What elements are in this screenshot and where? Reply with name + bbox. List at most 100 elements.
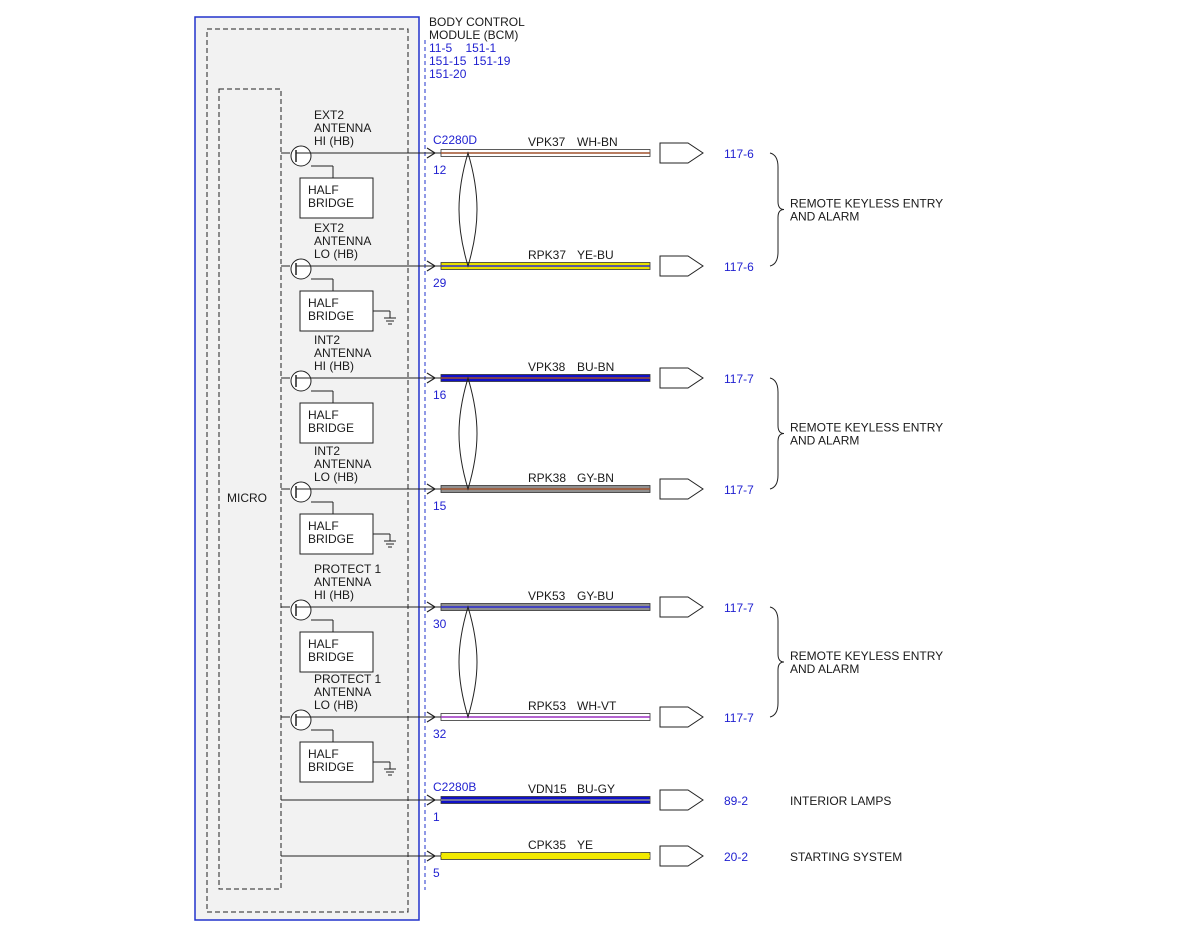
driver-label-line: HI (HB) xyxy=(314,359,354,373)
system-label: REMOTE KEYLESS ENTRY xyxy=(790,649,943,663)
pin-number: 1 xyxy=(433,810,440,824)
wire-color-code: WH-BN xyxy=(577,135,618,149)
group-bracket xyxy=(769,152,785,267)
driver-label-line: LO (HB) xyxy=(314,247,358,261)
circuit-id: RPK53 xyxy=(528,699,566,713)
half-bridge-box xyxy=(299,402,374,444)
driver-label-line: LO (HB) xyxy=(314,470,358,484)
wire-color-code: GY-BN xyxy=(577,471,614,485)
connector-end-icon xyxy=(659,789,704,811)
pin-number: 30 xyxy=(433,617,447,631)
driver-label-line: ANTENNA xyxy=(314,457,371,471)
transistor-symbol xyxy=(290,599,312,621)
system-label: REMOTE KEYLESS ENTRY xyxy=(790,197,943,211)
circuit-id: RPK37 xyxy=(528,248,566,262)
pin-number: 32 xyxy=(433,727,447,741)
wire-color-code: WH-VT xyxy=(577,699,617,713)
driver-label-line: PROTECT 1 xyxy=(314,562,381,576)
wire-color-code: GY-BU xyxy=(577,589,614,603)
pin-number: 5 xyxy=(433,866,440,880)
circuit-id: VDN15 xyxy=(528,782,567,796)
transistor-symbol xyxy=(290,709,312,731)
driver-label-line: ANTENNA xyxy=(314,121,371,135)
driver-label-line: HI (HB) xyxy=(314,588,354,602)
driver-label-line: EXT2 xyxy=(314,221,344,235)
driver-label-line: LO (HB) xyxy=(314,698,358,712)
transistor-symbol xyxy=(290,258,312,280)
system-label: AND ALARM xyxy=(790,434,859,448)
circuit-id: VPK53 xyxy=(528,589,566,603)
driver-label-line: ANTENNA xyxy=(314,234,371,248)
half-bridge-box xyxy=(299,513,374,555)
micro-label: MICRO xyxy=(227,491,267,505)
system-label: AND ALARM xyxy=(790,210,859,224)
driver-label-line: ANTENNA xyxy=(314,685,371,699)
circuit-id: VPK38 xyxy=(528,360,566,374)
transistor-symbol xyxy=(290,145,312,167)
pin-number: 12 xyxy=(433,163,447,177)
connector-end-icon xyxy=(659,255,704,277)
pin-number: 15 xyxy=(433,499,447,513)
connector-label: C2280B xyxy=(433,780,476,794)
half-bridge-label: BRIDGE xyxy=(308,309,354,323)
half-bridge-label: BRIDGE xyxy=(308,421,354,435)
micro-box xyxy=(218,88,282,890)
half-bridge-label: BRIDGE xyxy=(308,196,354,210)
group-bracket xyxy=(769,606,785,718)
transistor-symbol xyxy=(290,370,312,392)
half-bridge-label: HALF xyxy=(308,408,339,422)
page-reference: 89-2 xyxy=(724,794,748,808)
half-bridge-label: BRIDGE xyxy=(308,760,354,774)
page-reference: 117-7 xyxy=(724,372,754,386)
page-reference: 117-6 xyxy=(724,147,754,161)
page-reference: 20-2 xyxy=(724,850,748,864)
half-bridge-label: HALF xyxy=(308,183,339,197)
connector-end-icon xyxy=(659,142,704,164)
system-label: REMOTE KEYLESS ENTRY xyxy=(790,421,943,435)
driver-label-line: INT2 xyxy=(314,333,340,347)
connector-end-icon xyxy=(659,367,704,389)
connector-end-icon xyxy=(659,845,704,867)
half-bridge-label: HALF xyxy=(308,519,339,533)
connector-end-icon xyxy=(659,478,704,500)
driver-label-line: EXT2 xyxy=(314,108,344,122)
wire-color-code: YE-BU xyxy=(577,248,614,262)
twisted-pair-symbol xyxy=(458,151,478,268)
system-label: STARTING SYSTEM xyxy=(790,850,902,864)
bcm-ref-line: 151-15 151-19 xyxy=(429,54,511,68)
driver-label-line: ANTENNA xyxy=(314,575,371,589)
circuit-id: CPK35 xyxy=(528,838,566,852)
bcm-inner-dashed-box xyxy=(206,28,409,913)
wire-color-code: YE xyxy=(577,838,593,852)
wire-color-code: BU-BN xyxy=(577,360,614,374)
half-bridge-box xyxy=(299,290,374,332)
bcm-title-line: BODY CONTROL xyxy=(429,15,525,29)
half-bridge-label: HALF xyxy=(308,637,339,651)
system-label: AND ALARM xyxy=(790,662,859,676)
circuit-id: VPK37 xyxy=(528,135,566,149)
driver-label-line: INT2 xyxy=(314,444,340,458)
half-bridge-box xyxy=(299,631,374,673)
half-bridge-box xyxy=(299,177,374,219)
half-bridge-label: HALF xyxy=(308,747,339,761)
half-bridge-label: BRIDGE xyxy=(308,532,354,546)
driver-label-line: ANTENNA xyxy=(314,346,371,360)
transistor-symbol xyxy=(290,481,312,503)
pin-number: 16 xyxy=(433,388,447,402)
page-reference: 117-7 xyxy=(724,601,754,615)
twisted-pair-symbol xyxy=(458,605,478,719)
half-bridge-box xyxy=(299,741,374,783)
pin-number: 29 xyxy=(433,276,447,290)
bcm-ref-line: 151-20 xyxy=(429,67,467,81)
half-bridge-label: BRIDGE xyxy=(308,650,354,664)
page-reference: 117-7 xyxy=(724,483,754,497)
bcm-title-line: MODULE (BCM) xyxy=(429,28,518,42)
bcm-ref-line: 11-5 151-1 xyxy=(429,41,496,55)
twisted-pair-symbol xyxy=(458,376,478,491)
circuit-id: RPK38 xyxy=(528,471,566,485)
connector-end-icon xyxy=(659,596,704,618)
half-bridge-label: HALF xyxy=(308,296,339,310)
driver-label-line: PROTECT 1 xyxy=(314,672,381,686)
page-reference: 117-6 xyxy=(724,260,754,274)
